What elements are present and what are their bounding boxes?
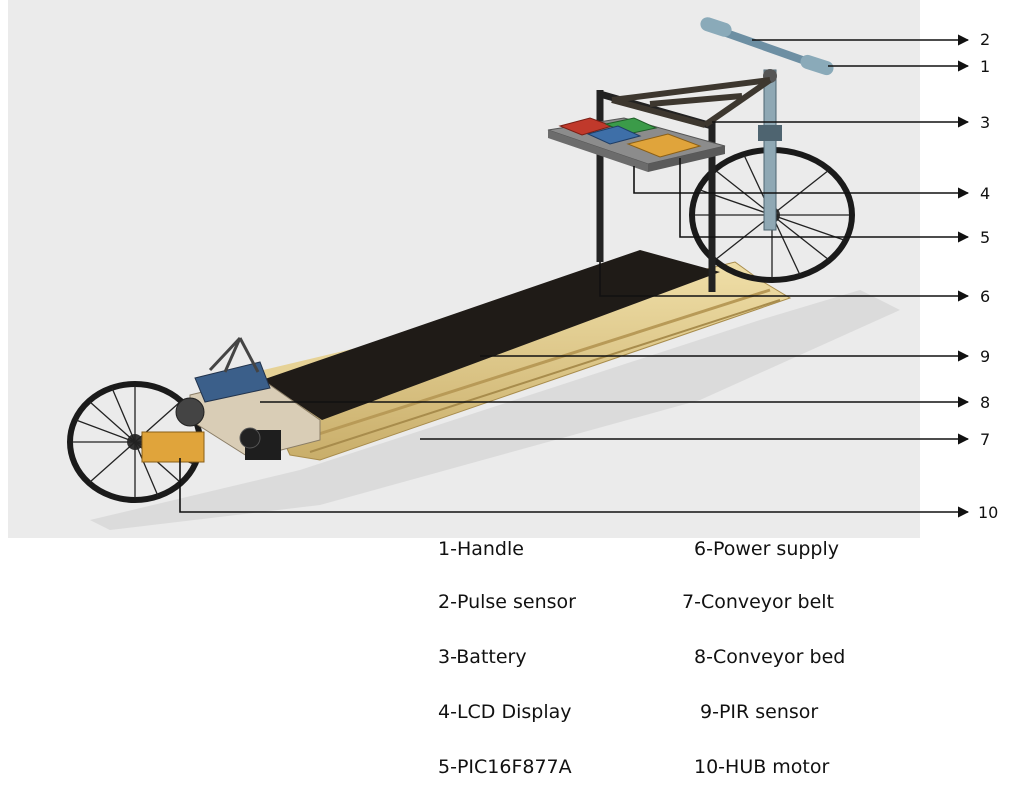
callout-number-1: 1: [980, 57, 991, 76]
power-supply-block: [626, 133, 702, 158]
legend-item-handle: 1-Handle: [438, 538, 524, 560]
frame-brace: [611, 77, 772, 128]
legend-item-conveyor-belt: 7-Conveyor belt: [682, 591, 835, 613]
legend-item-pir-sensor: 9-PIR sensor: [700, 701, 819, 723]
handle-bar: [700, 17, 834, 76]
callout-number-5: 5: [980, 228, 991, 247]
leader-5: [679, 158, 970, 243]
callout-number-9: 9: [980, 347, 991, 366]
legend-item-conveyor-bed: 8-Conveyor bed: [694, 646, 846, 668]
leader-4: [633, 166, 970, 199]
handle-post: [758, 69, 782, 231]
legend-item-battery: 3-Battery: [438, 646, 527, 668]
leader-6: [599, 262, 970, 302]
hub-motor-box: [141, 431, 205, 463]
callout-number-10: 10: [978, 503, 999, 522]
legend-item-hub-motor: 10-HUB motor: [694, 756, 830, 778]
callout-number-4: 4: [980, 184, 991, 203]
callout-number-3: 3: [980, 113, 991, 132]
conveyor-belt: [262, 250, 720, 420]
callout-number-6: 6: [980, 287, 991, 306]
legend-item-power-supply: 6-Power supply: [694, 538, 840, 560]
treadmill-assembly-diagram: [8, 0, 970, 538]
ground-shadow: [90, 290, 900, 530]
legend-item-pic16f877a: 5-PIC16F877A: [438, 756, 572, 778]
legend-item-pulse-sensor: 2-Pulse sensor: [438, 591, 576, 613]
leader-10: [179, 458, 970, 518]
callout-number-7: 7: [980, 430, 991, 449]
callout-leaders: [179, 34, 970, 518]
pir-sensor-mount: [194, 336, 271, 403]
lcd-display-block: [586, 125, 642, 145]
callout-number-8: 8: [980, 393, 991, 412]
callout-number-2: 2: [980, 30, 991, 49]
legend-item-lcd-display: 4-LCD Display: [438, 701, 572, 723]
